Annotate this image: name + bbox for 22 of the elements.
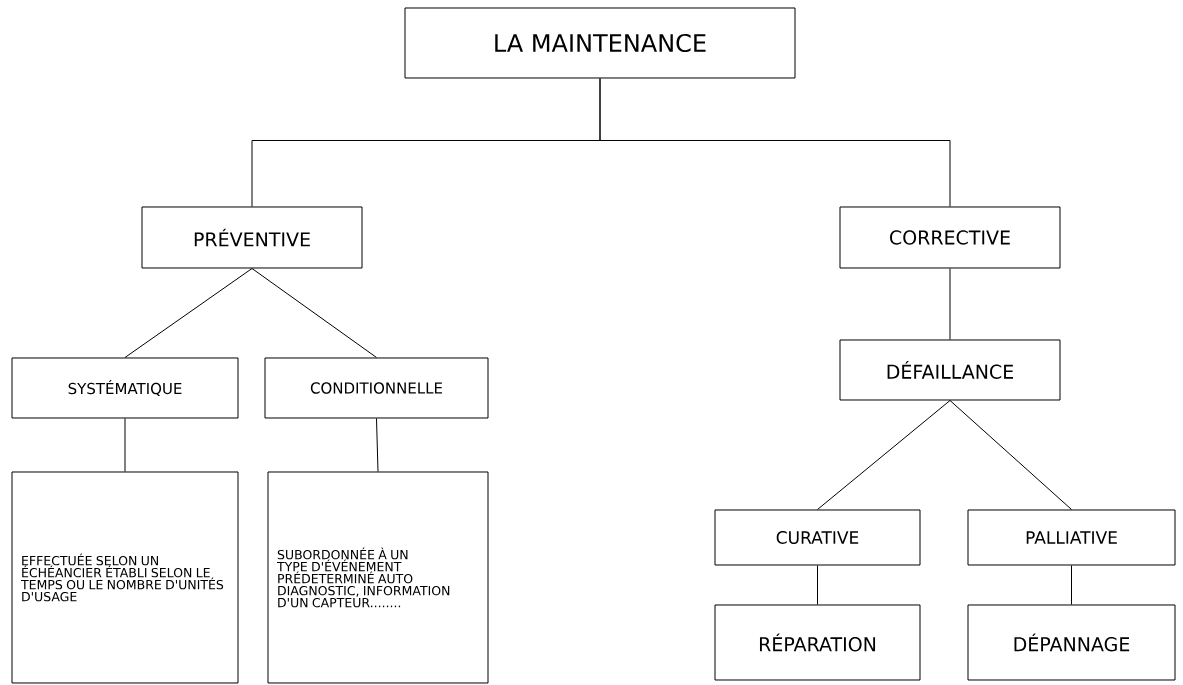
category-box: CONDITIONNELLE xyxy=(264,357,489,419)
connector-line xyxy=(599,78,951,207)
connector-line xyxy=(1071,565,1072,605)
connector-line xyxy=(817,400,951,510)
category-box: CORRECTIVE xyxy=(839,206,1061,269)
connector-line xyxy=(124,418,126,472)
connector-line xyxy=(251,268,377,358)
category-box: DÉFAILLANCE xyxy=(839,339,1061,401)
connector-line xyxy=(817,565,818,605)
category-box: PRÉVENTIVE xyxy=(141,206,363,269)
connector-line xyxy=(124,268,253,358)
description-box: SUBORDONNÉE À UN TYPE D'ÉVÉNEMENT PRÉDETERMINÉ AUTO DIAGNOSTIC, INFORMATION D'UN CAPTEUR........ xyxy=(267,471,489,684)
category-box: PALLIATIVE xyxy=(967,509,1176,566)
description-box: EFFECTUÉE SELON UN ÉCHÉANCIER ÉTABLI SELON LE TEMPS OU LE NOMBRE D'UNITÉS D'USAGE xyxy=(11,471,239,684)
category-box: DÉPANNAGE xyxy=(967,604,1176,681)
connector-line xyxy=(376,418,379,472)
category-box: SYSTÉMATIQUE xyxy=(11,357,239,419)
category-box: CURATIVE xyxy=(714,509,921,566)
category-box: RÉPARATION xyxy=(714,604,921,681)
connector-line xyxy=(949,268,951,340)
title-box: LA MAINTENANCE xyxy=(404,7,796,79)
connector-line xyxy=(949,400,1072,510)
